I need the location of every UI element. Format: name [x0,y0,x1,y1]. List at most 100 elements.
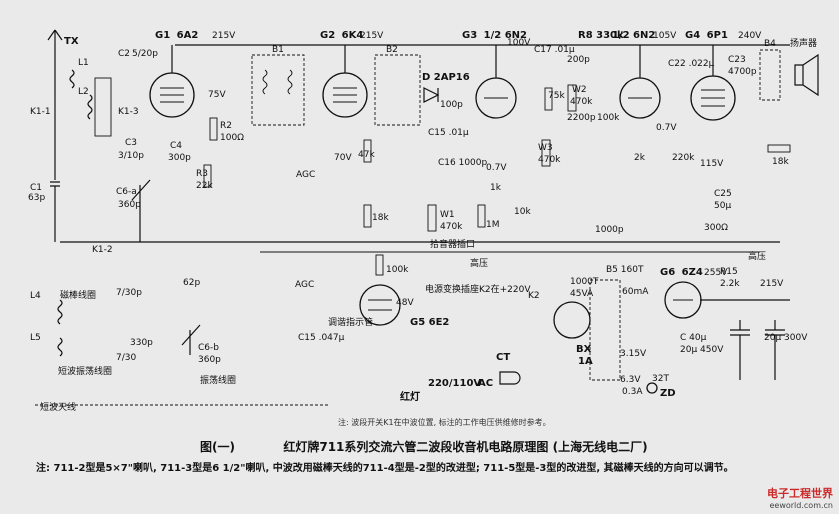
b4-label: B4 [764,39,776,49]
t-45va-label: 45VA [570,289,594,299]
b5-label: B5 160T [606,265,644,275]
g3-type: 1/2 6N2 [484,30,527,41]
figure-title: 红灯牌711系列交流六管二波段收音机电路原理图 (上海无线电二厂) [283,440,648,454]
c23-label: C23 [728,55,746,65]
g4-grids [701,89,725,107]
w3-value: 470k [538,155,561,165]
c16-label: C16 1000p [438,158,488,168]
magnetic-coil-label: 磁棒线圈 [60,289,96,301]
r-300-value: 300Ω [704,223,728,233]
v63-label: 6.3V [620,375,641,385]
zd-label: ZD [660,388,676,399]
g2-label: G2 6K4 [320,30,363,41]
l2-coil [87,94,93,120]
r-2-2k-value: 2.2k [720,279,740,289]
g1-voltage: 215V [212,31,236,41]
g6-voltage: 255V [704,268,728,278]
c6a-label: C6-a [116,187,137,197]
r2-label: R2 [220,121,232,131]
w3-potentiometer[interactable] [541,139,551,167]
c1-label: C1 [30,183,42,193]
g4-type: 6P1 [707,30,728,41]
voltage-selector[interactable] [553,301,591,339]
c6b-variable-cap [181,324,201,355]
w1-potentiometer[interactable] [427,204,437,232]
r-47k-value: 47k [358,150,375,160]
b1-secondary [287,69,293,95]
agc-label: AGC [296,170,315,180]
c3-value: 3/10p [118,151,144,161]
c7-value: 7/30p [116,288,142,298]
g1-label: G1 6A2 [155,30,198,41]
c7b-value: 330p [130,338,153,348]
v70-label: 70V [334,153,352,163]
r-100k-g5-value: 100k [386,265,409,275]
pilot-lamp-icon [646,382,658,394]
v315-label: 3.15V [620,349,647,359]
c17-label: C17 .01μ [534,45,575,55]
r-18k-b-value: 18k [772,157,789,167]
c1-value: 63p [28,193,45,203]
power-switch-note: 电源变换插座K2在+220V [425,283,531,295]
short-antenna-label: 短波天线 [40,401,76,413]
r-18k-b-resistor [767,144,791,153]
g4-id: G4 [685,30,700,41]
b1-primary [262,69,268,95]
l2-label: L2 [78,87,89,97]
g5-note: 调谐指示管 [328,316,373,328]
c6a-variable-cap [131,179,151,215]
c1-cap [50,181,60,187]
r-2k-value: 2k [634,153,646,163]
tx-label: TX [64,36,79,47]
c6a-value: 360p [118,200,141,210]
g5-label: G5 6E2 [410,317,449,328]
l1-coil [69,69,75,89]
t-60ma-label: 60mA [622,287,649,297]
c-047-label: C15 .047μ [298,333,345,343]
bx-value: 1A [578,356,593,367]
c-20-450-label: 20μ 450V [680,345,724,355]
r-1m-resistor [477,204,486,228]
k1-2-label: K1-2 [92,245,113,255]
w2-value: 470k [570,97,593,107]
short-osc-label: 短波振荡线圈 [58,365,112,377]
r-75k-value: 75k [548,91,565,101]
r3-label: R3 [196,169,208,179]
c40-label: C 40μ [680,333,707,343]
t-32-label: 32T [652,374,669,384]
t-1000t-label: 1000T [570,277,599,287]
g6-id: G6 [660,267,675,278]
c22-label: C22 .022μ [668,59,715,69]
r3-value: 22k [196,181,213,191]
g2-grids [333,87,357,103]
g3b-label: R8 330k [578,30,624,41]
figure-caption: 图(一) 红灯牌711系列交流六管二波段收音机电路原理图 (上海无线电二厂) [200,438,648,455]
watermark-name: 电子工程世界 [767,487,833,500]
w2-label: W2 [572,85,587,95]
osc-coil-label: 振荡线圈 [200,374,236,386]
audio-in-label: 拾音器插口 [430,238,475,250]
c-2200p-value: 2200p [567,113,596,123]
g3-id: G3 [462,30,477,41]
r-18k-value: 18k [372,213,389,223]
ac-label: AC [478,378,493,389]
v07b-label: 0.7V [656,123,677,133]
c-20-300-label: 20μ 300V [764,333,808,343]
c25-label: C25 [714,189,732,199]
w3-label: W3 [538,143,553,153]
c15-label: C15 .01μ [428,128,469,138]
circuit-schematic: TX L1 L2 K1-1 K1-3 C1 63p C2 5/20p C3 3/… [28,29,819,413]
g2-voltage: 215V [360,31,384,41]
w2-potentiometer[interactable] [567,84,577,112]
k2-label: K2 [528,291,540,301]
c2-label: C2 [118,49,130,59]
c4-label: C4 [170,141,182,151]
c5-value: 7/30 [116,353,136,363]
v215-label: 215V [760,279,784,289]
c2-value: 5/20p [132,49,158,59]
diode-label: D 2AP16 [422,72,470,83]
r-100k-g5-resistor [375,254,384,276]
g3-label: G3 1/2 6N2 [462,30,527,41]
r3-resistor [203,164,212,188]
c-1000p-b-value: 1000p [595,225,624,235]
